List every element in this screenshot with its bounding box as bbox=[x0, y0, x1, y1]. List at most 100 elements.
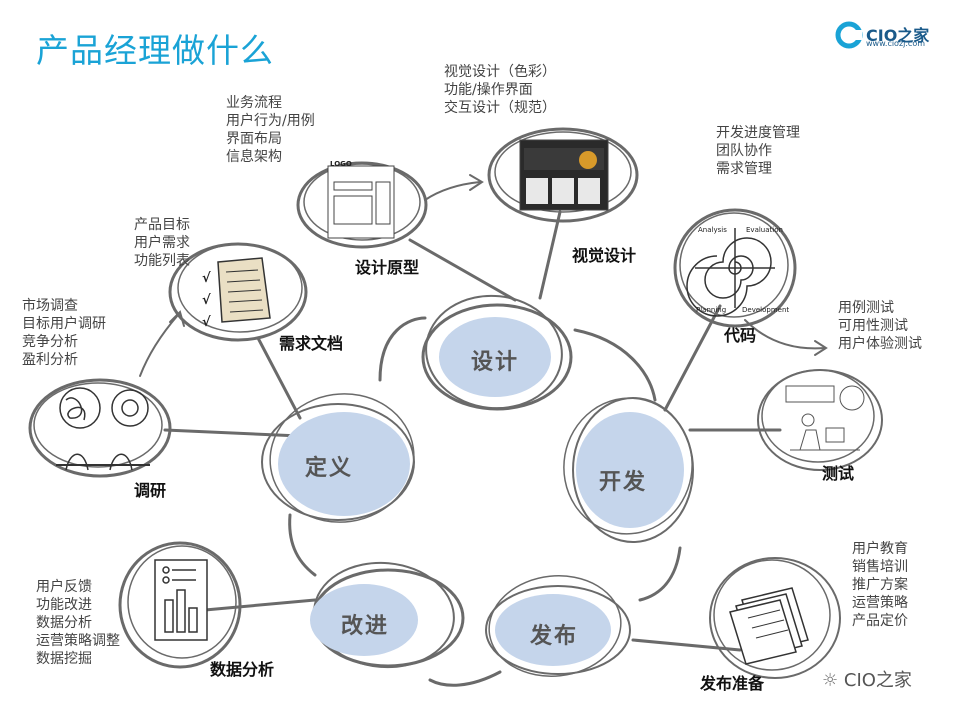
arrow-develop-release bbox=[638, 546, 682, 602]
circle-define bbox=[261, 393, 415, 523]
research-note: 盈利分析 bbox=[22, 352, 78, 368]
stage-develop: 开发 bbox=[598, 470, 647, 495]
visual-design-note: 视觉设计（色彩） bbox=[444, 64, 556, 80]
circle-release bbox=[485, 575, 631, 677]
arrow-design-develop bbox=[573, 328, 657, 402]
spoke-research bbox=[163, 428, 302, 438]
pointer-prototype bbox=[424, 181, 481, 201]
spoke-code bbox=[663, 304, 722, 412]
code-note: 需求管理 bbox=[716, 161, 772, 177]
fill-release bbox=[495, 594, 611, 666]
circle-prototype bbox=[296, 161, 428, 249]
code-note: 开发进度管理 bbox=[716, 125, 800, 141]
release-prep-note: 销售培训 bbox=[852, 559, 908, 575]
visual-design-illustration bbox=[519, 139, 609, 211]
caption-release-prep: 发布准备 bbox=[700, 674, 765, 693]
code-label-planning: Planning bbox=[696, 306, 726, 314]
code-note: 团队协作 bbox=[716, 143, 772, 159]
testing-note: 用户体验测试 bbox=[838, 336, 922, 352]
release-prep-illustration bbox=[729, 587, 809, 665]
research-illustration bbox=[56, 387, 150, 471]
fill-develop bbox=[576, 412, 684, 528]
circle-design bbox=[421, 294, 573, 411]
code-label-development: Development bbox=[742, 306, 789, 314]
circle-data bbox=[118, 541, 242, 669]
requirements-note: 产品目标 bbox=[134, 217, 190, 233]
prototype-note: 信息架构 bbox=[226, 149, 282, 165]
requirements-notes: 产品目标 用户需求 功能列表 bbox=[134, 216, 190, 270]
testing-note: 可用性测试 bbox=[838, 318, 908, 334]
brand-url: www.ciozj.com bbox=[866, 39, 926, 48]
stage-release: 发布 bbox=[529, 624, 578, 649]
svg-text:√: √ bbox=[202, 293, 211, 308]
wechat-brand-text: CIO之家 bbox=[843, 670, 912, 691]
prototype-note: 界面布局 bbox=[226, 131, 282, 147]
circle-release-prep bbox=[709, 557, 841, 679]
requirements-doc-illustration: √ √ √ bbox=[202, 257, 271, 330]
caption-testing: 测试 bbox=[822, 464, 855, 483]
stage-define: 定义 bbox=[304, 456, 353, 481]
code-label-evaluation: Evaluation bbox=[746, 226, 783, 234]
caption-data-analysis: 数据分析 bbox=[210, 660, 275, 679]
svg-text:LOGO: LOGO bbox=[330, 160, 352, 168]
circle-visual bbox=[487, 127, 639, 223]
requirements-note: 用户需求 bbox=[134, 235, 190, 251]
release-prep-note: 产品定价 bbox=[852, 613, 908, 629]
data-analysis-illustration bbox=[154, 559, 208, 641]
testing-note: 用例测试 bbox=[838, 300, 894, 316]
brand-logo: CIO之家 www.ciozj.com bbox=[836, 22, 946, 52]
research-note: 目标用户调研 bbox=[22, 316, 106, 332]
circle-requirements bbox=[168, 242, 308, 342]
spoke-release bbox=[631, 638, 742, 652]
release-prep-note: 运营策略 bbox=[852, 595, 908, 611]
requirements-note: 功能列表 bbox=[134, 253, 190, 269]
spoke-prototype bbox=[408, 238, 517, 302]
prototype-note: 业务流程 bbox=[226, 95, 282, 111]
page-title: 产品经理做什么 bbox=[36, 31, 274, 70]
testing-notes: 用例测试 可用性测试 用户体验测试 bbox=[838, 299, 922, 353]
code-illustration: Analysis Evaluation Planning Development bbox=[686, 226, 789, 317]
arrow-improve-define bbox=[288, 513, 317, 577]
circle-research bbox=[28, 378, 172, 478]
prototype-notes: 业务流程 用户行为/用例 界面布局 信息架构 bbox=[226, 94, 315, 166]
stage-improve: 改进 bbox=[340, 614, 389, 639]
caption-code: 代码 bbox=[724, 326, 757, 345]
fill-improve bbox=[310, 584, 418, 656]
visual-design-note: 交互设计（规范） bbox=[444, 100, 556, 116]
spoke-visual bbox=[538, 210, 562, 300]
research-notes: 市场调查 目标用户调研 竞争分析 盈利分析 bbox=[22, 297, 106, 369]
data-analysis-note: 数据分析 bbox=[36, 615, 92, 631]
spoke-data bbox=[203, 598, 317, 612]
spoke-requirements bbox=[256, 336, 302, 420]
pointer-research bbox=[139, 314, 179, 377]
data-analysis-note: 数据挖掘 bbox=[36, 651, 92, 667]
circle-code bbox=[673, 208, 797, 328]
circle-develop bbox=[563, 397, 694, 543]
research-note: 竞争分析 bbox=[22, 334, 78, 350]
visual-design-note: 功能/操作界面 bbox=[444, 82, 533, 98]
svg-text:√: √ bbox=[202, 315, 211, 330]
fill-define bbox=[278, 412, 410, 516]
arrow-define-design bbox=[378, 316, 427, 382]
release-prep-note: 推广方案 bbox=[852, 577, 908, 593]
circle-testing bbox=[757, 369, 883, 471]
data-analysis-note: 运营策略调整 bbox=[36, 633, 120, 649]
data-analysis-note: 功能改进 bbox=[36, 597, 92, 613]
visual-design-notes: 视觉设计（色彩） 功能/操作界面 交互设计（规范） bbox=[444, 63, 556, 117]
svg-text:√: √ bbox=[202, 271, 211, 286]
wechat-watermark: ☼ CIO之家 bbox=[822, 666, 912, 692]
release-prep-note: 用户教育 bbox=[852, 541, 908, 557]
code-notes: 开发进度管理 团队协作 需求管理 bbox=[716, 124, 800, 178]
pointer-code bbox=[744, 319, 826, 350]
data-analysis-note: 用户反馈 bbox=[36, 579, 92, 595]
testing-illustration bbox=[785, 385, 865, 451]
wechat-icon: ☼ bbox=[822, 670, 839, 691]
fill-design bbox=[439, 317, 551, 397]
prototype-illustration: LOGO bbox=[327, 160, 395, 239]
prototype-note: 用户行为/用例 bbox=[226, 113, 315, 129]
caption-visual-design: 视觉设计 bbox=[572, 246, 637, 265]
brand-name: CIO之家 bbox=[866, 26, 930, 45]
caption-requirements-doc: 需求文档 bbox=[279, 334, 344, 353]
